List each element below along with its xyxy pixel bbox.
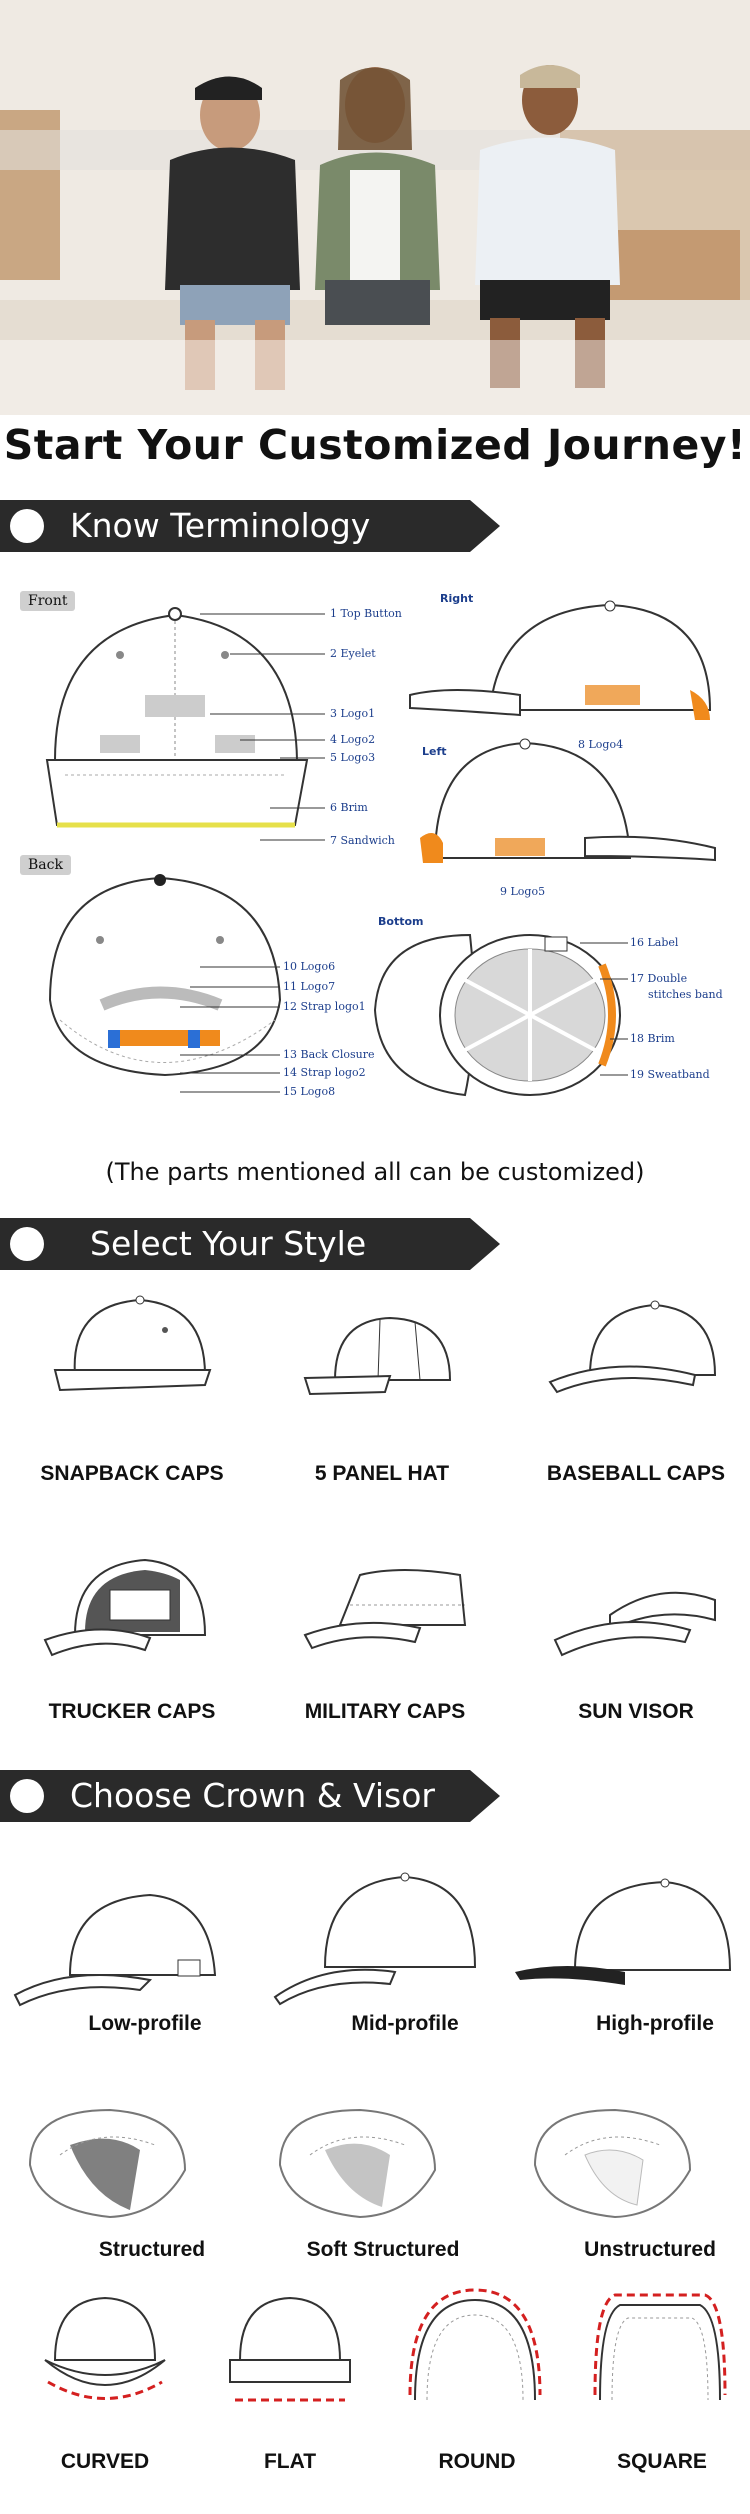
label-logo2: 4 Logo2: [330, 733, 376, 746]
round-visor-icon[interactable]: [405, 2288, 545, 2420]
terminology-note: (The parts mentioned all can be customiz…: [105, 1158, 645, 1186]
flat-visor-icon[interactable]: [225, 2290, 355, 2420]
front-cap-diagram: [45, 607, 309, 828]
circle-icon: [10, 1779, 44, 1813]
label-top-button: 1 Top Button: [330, 607, 402, 620]
military-cap-icon[interactable]: [300, 1550, 480, 1660]
back-cap-diagram: [48, 874, 282, 1077]
label-logo3: 5 Logo3: [330, 751, 376, 764]
front-leader-lines: [200, 613, 325, 841]
style-label-military: MILITARY CAPS: [304, 1700, 466, 1723]
label-brim: 6 Brim: [330, 801, 368, 814]
label-logo8: 15 Logo8: [283, 1085, 336, 1098]
label-strap-logo1: 12 Strap logo1: [283, 1000, 366, 1013]
section-title: Select Your Style: [90, 1224, 367, 1263]
label-strap-logo2: 14 Strap logo2: [283, 1066, 366, 1079]
label-logo6: 10 Logo6: [283, 960, 336, 973]
hero-illustration: [0, 0, 750, 415]
section-banner-crown: Choose Crown & Visor: [0, 1770, 500, 1822]
profile-label-high: High-profile: [596, 2012, 714, 2035]
circle-icon: [10, 509, 44, 543]
right-cap-diagram: [409, 600, 712, 720]
view-tag-bottom: Bottom: [378, 915, 424, 928]
label-double-stitches: 17 Double: [630, 972, 688, 985]
unstructured-cap-icon[interactable]: [525, 2105, 715, 2225]
section-banner-style: Select Your Style: [0, 1218, 500, 1270]
label-back-closure: 13 Back Closure: [283, 1048, 375, 1061]
view-tag-back: Back: [20, 855, 71, 875]
structure-label-soft: Soft Structured: [306, 2238, 460, 2261]
view-tag-right: Right: [440, 592, 474, 605]
label-label: 16 Label: [630, 936, 679, 949]
high-profile-cap-icon[interactable]: [515, 1878, 735, 2010]
view-tag-left: Left: [422, 745, 447, 758]
visor-label-round: ROUND: [438, 2450, 516, 2473]
trucker-cap-icon[interactable]: [40, 1550, 220, 1660]
visor-label-square: SQUARE: [617, 2450, 707, 2473]
banner-background: [0, 1218, 500, 1270]
label-logo1: 3 Logo1: [330, 707, 376, 720]
section-banner-terminology: Know Terminology: [0, 500, 500, 552]
label-eyelet: 2 Eyelet: [330, 647, 376, 660]
structured-cap-icon[interactable]: [20, 2105, 210, 2225]
style-label-five-panel: 5 PANEL HAT: [314, 1462, 450, 1485]
view-tag-front: Front: [20, 591, 76, 611]
soft-structured-cap-icon[interactable]: [270, 2105, 460, 2225]
structure-label-structured: Structured: [98, 2238, 206, 2261]
snapback-cap-icon[interactable]: [45, 1290, 225, 1400]
section-title: Choose Crown & Visor: [70, 1776, 435, 1815]
profile-label-mid: Mid-profile: [351, 2012, 459, 2035]
visor-label-curved: CURVED: [60, 2450, 150, 2473]
back-leader-lines: [180, 966, 280, 1093]
style-label-sun-visor: SUN VISOR: [578, 1700, 694, 1723]
label-logo5: 9 Logo5: [500, 885, 546, 898]
label-sweatband: 19 Sweatband: [630, 1068, 710, 1081]
hero-title: Start Your Customized Journey!: [3, 421, 747, 469]
banner-background: [0, 1770, 500, 1822]
visor-label-flat: FLAT: [263, 2450, 317, 2473]
profile-label-low: Low-profile: [88, 2012, 202, 2035]
curved-visor-icon[interactable]: [40, 2290, 170, 2420]
sun-visor-icon[interactable]: [550, 1560, 730, 1670]
left-cap-diagram: [420, 738, 716, 863]
section-title: Know Terminology: [70, 506, 371, 545]
banner-background: [0, 500, 500, 552]
bottom-leader-lines: [580, 942, 628, 1076]
label-logo4: 8 Logo4: [578, 738, 624, 751]
label-double-stitches-cont: stitches band: [648, 988, 723, 1001]
style-label-snapback: SNAPBACK CAPS: [40, 1462, 224, 1485]
label-brim-bottom: 18 Brim: [630, 1032, 675, 1045]
style-label-trucker: TRUCKER CAPS: [48, 1700, 216, 1723]
baseball-cap-icon[interactable]: [545, 1290, 725, 1400]
circle-icon: [10, 1227, 44, 1261]
bottom-cap-diagram: [373, 933, 621, 1097]
square-visor-icon[interactable]: [590, 2290, 730, 2420]
structure-label-unstructured: Unstructured: [584, 2238, 716, 2261]
mid-profile-cap-icon[interactable]: [265, 1872, 485, 2006]
label-logo7: 11 Logo7: [283, 980, 336, 993]
style-label-baseball: BASEBALL CAPS: [546, 1462, 726, 1485]
five-panel-hat-icon[interactable]: [300, 1300, 470, 1410]
low-profile-cap-icon[interactable]: [10, 1880, 230, 2010]
hero-photo: [0, 0, 750, 415]
label-sandwich: 7 Sandwich: [330, 834, 395, 847]
